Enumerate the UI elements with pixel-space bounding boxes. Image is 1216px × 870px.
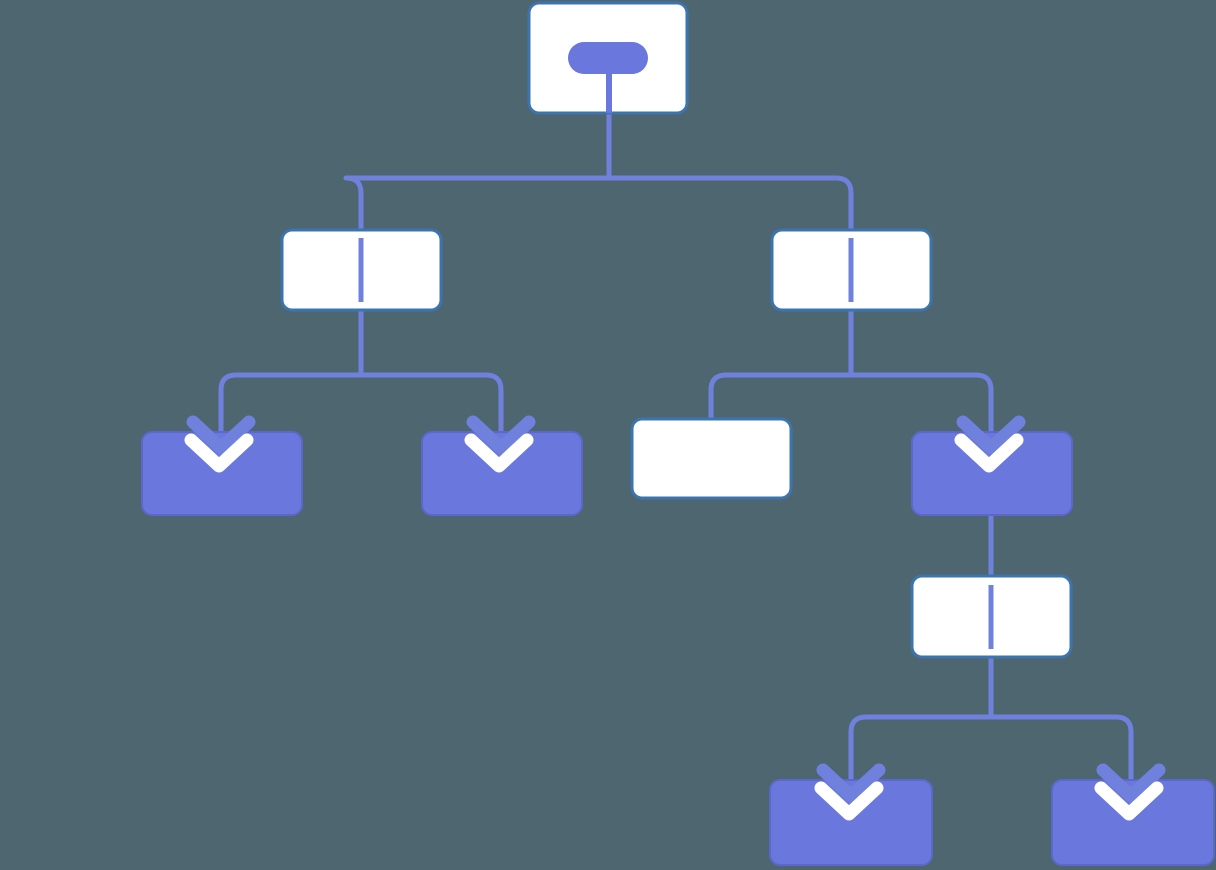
leaf-node-deep-right-chevron-down-icon-purple: [1096, 763, 1166, 803]
branch-node-right[interactable]: [770, 228, 933, 312]
arrowheads-layer: [184, 415, 1166, 821]
edge-right-to-white: [708, 372, 851, 419]
leaf-node-left-first-chevron-down-icon-purple: [186, 415, 256, 455]
edge-deep-to-leaf-2: [991, 714, 1134, 793]
branch-node-right-purple-shape[interactable]: [911, 431, 1073, 516]
nodes-layer: [141, 1, 1215, 866]
leaf-node-left-second-chevron-down-icon-purple: [466, 415, 536, 455]
leaf-node-left-second[interactable]: [421, 431, 583, 516]
edge-right-to-purple: [851, 372, 994, 445]
leaf-node-left-second-shape[interactable]: [421, 431, 583, 516]
leaf-node-left-second-arrow: [464, 415, 536, 473]
branch-node-right-purple-chevron-down-icon-purple: [956, 415, 1026, 455]
leaf-node-deep-right-arrow: [1094, 763, 1166, 821]
leaf-node-deep-right-shape[interactable]: [1051, 779, 1215, 866]
leaf-node-left-first-shape[interactable]: [141, 431, 303, 516]
leaf-node-deep-right[interactable]: [1051, 779, 1215, 866]
leaf-node-right-white-shape[interactable]: [630, 417, 793, 500]
edge-root-to-right: [609, 175, 854, 230]
leaf-node-deep-left-shape[interactable]: [769, 779, 933, 866]
edge-deep-to-leaf-1: [848, 714, 991, 793]
branch-node-left[interactable]: [280, 228, 443, 312]
edge-left-to-leaf-1: [218, 372, 361, 445]
branch-node-right-purple-arrow: [954, 415, 1026, 473]
edge-root-to-left: [343, 175, 609, 230]
leaf-node-left-second-chevron-down-icon-white: [464, 433, 534, 473]
root-node-pill-stem: [606, 74, 612, 113]
leaf-node-right-white[interactable]: [630, 417, 793, 500]
leaf-node-left-first-arrow: [184, 415, 256, 473]
edge-left-to-leaf-2: [361, 372, 504, 445]
branch-node-right-purple-chevron-down-icon-white: [954, 433, 1024, 473]
leaf-node-left-first-chevron-down-icon-white: [184, 433, 254, 473]
root-node[interactable]: [527, 1, 689, 115]
leaf-node-deep-left[interactable]: [769, 779, 933, 866]
leaf-node-left-first[interactable]: [141, 431, 303, 516]
leaf-node-deep-left-chevron-down-icon-purple: [816, 763, 886, 803]
edges-layer: [218, 113, 1134, 793]
branch-node-deep-white[interactable]: [910, 574, 1073, 659]
root-node-pill-icon: [568, 42, 648, 74]
leaf-node-deep-left-chevron-down-icon-white: [814, 781, 884, 821]
leaf-node-deep-left-arrow: [814, 763, 886, 821]
branch-node-right-purple[interactable]: [911, 431, 1073, 516]
leaf-node-deep-right-chevron-down-icon-white: [1094, 781, 1164, 821]
